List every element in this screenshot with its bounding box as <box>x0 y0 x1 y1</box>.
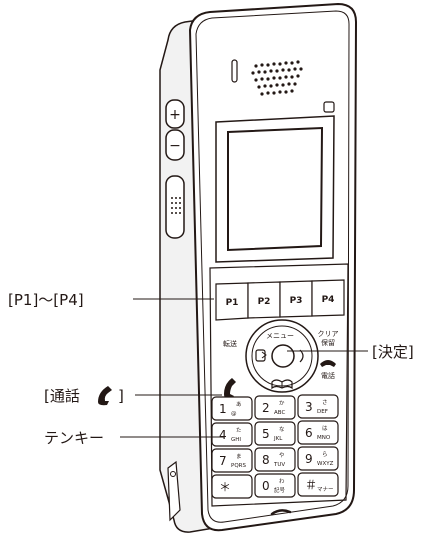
keypad-key-letters: JKL <box>273 436 283 442</box>
keypad-key-letters: 記号 <box>274 486 286 494</box>
keypad-key-frame <box>254 473 296 498</box>
keypad-key-7[interactable]: 8 や TUV <box>254 447 296 472</box>
keypad-key-frame <box>254 395 296 420</box>
keypad-key-frame <box>211 474 253 499</box>
keypad-key-letters: @ <box>231 411 237 417</box>
keypad-key-11[interactable]: ＃マナー <box>297 472 339 497</box>
keypad-key-frame <box>211 396 253 421</box>
keypad-key-10[interactable]: 0 わ記号 <box>254 473 296 498</box>
keypad-key-9[interactable]: ＊ <box>211 474 253 499</box>
softkey-p4-label: P4 <box>322 295 335 305</box>
keypad-key-number: 2 <box>262 401 270 415</box>
keypad-key-8[interactable]: 9 ら WXYZ <box>297 446 339 471</box>
keypad-key-kana: ま <box>236 453 242 460</box>
keypad-key-number: ＊ <box>219 480 231 494</box>
keypad-key-letters: DEF <box>317 409 328 415</box>
keypad-key-frame <box>254 421 296 446</box>
keypad-key-frame <box>211 422 253 447</box>
keypad-key-frame <box>297 472 339 497</box>
softkey-p4[interactable] <box>311 279 345 317</box>
callout-handset-icon <box>98 386 112 406</box>
keypad-key-kana: や <box>279 451 285 459</box>
keypad-key-letters: TUV <box>273 462 285 468</box>
sensor-icon <box>323 101 335 113</box>
keypad-key-number: 9 <box>305 452 313 466</box>
keypad-key-kana: な <box>279 426 285 433</box>
softkey-row: P1 P2 P3 P4 <box>215 279 345 321</box>
keypad-key-frame <box>211 448 253 473</box>
denwacho-label: 電話 <box>321 371 335 380</box>
keypad-key-letters: WXYZ <box>317 461 334 467</box>
keypad-key-frame <box>297 446 339 471</box>
menu-label: メニュー <box>266 332 294 340</box>
callout-kettei: [決定] <box>372 343 414 361</box>
hold-label: 保留 <box>321 338 335 347</box>
speaker-grille-icon <box>251 60 303 96</box>
keypad-key-number: 4 <box>219 428 227 442</box>
phone-front-rim <box>195 10 350 523</box>
keypad-key-number: 0 <box>262 479 270 493</box>
phone-transfer-icon <box>255 349 267 362</box>
keypad-key-kana: ら <box>322 451 328 458</box>
keypad-key-number: 3 <box>305 400 313 414</box>
keypad-key-kana: あ <box>236 401 242 408</box>
callout-p1-p4: [P1]～[P4] <box>8 291 84 309</box>
keypad-key-kana: わ <box>279 478 285 485</box>
keypad-key-number: 6 <box>305 426 313 440</box>
keypad-key-kana: か <box>279 400 285 407</box>
keypad-key-number: ＃ <box>305 478 317 492</box>
microphone-slot-icon <box>270 509 292 516</box>
keypad: 1 あ @2 か ABC 3 さ DEF 4 た GHI 5 な JKL 6 は MNO 7 ま PQRS 8 や TUV 9… <box>211 394 339 499</box>
keyboard-panel <box>209 263 349 507</box>
keypad-key-frame <box>254 447 296 472</box>
keypad-key-4[interactable]: 5 な JKL <box>254 421 296 446</box>
keypad-key-frame <box>297 420 339 445</box>
call-handset-icon <box>224 378 236 400</box>
keypad-key-3[interactable]: 4 た GHI <box>211 422 253 447</box>
keypad-key-0[interactable]: 1 あ @ <box>211 396 253 421</box>
keypad-key-letters: PQRS <box>231 463 246 469</box>
callout-tenkey: テンキー <box>44 429 104 447</box>
tensou-label: 転送 <box>223 339 237 348</box>
keypad-key-6[interactable]: 7 ま PQRS <box>211 448 253 473</box>
clear-label: クリア <box>318 330 339 338</box>
keypad-key-letters: GHI <box>231 437 241 443</box>
softkey-p2-label: P2 <box>258 297 271 307</box>
call-button[interactable] <box>224 378 236 400</box>
strap-hook <box>167 460 181 522</box>
keypad-key-frame <box>297 394 339 419</box>
keypad-key-number: 1 <box>219 402 227 416</box>
callout-tsuwa: [通話 <box>44 387 80 405</box>
end-call-icon <box>320 360 336 367</box>
callout-tsuwa-bracket: ] <box>118 387 124 405</box>
side-speaker-button[interactable] <box>165 175 185 239</box>
indicator-slot <box>231 59 238 83</box>
minus-icon: − <box>169 138 181 154</box>
keypad-key-number: 8 <box>262 453 270 467</box>
keypad-key-5[interactable]: 6 は MNO <box>297 420 339 445</box>
display-screen <box>227 126 324 252</box>
keypad-key-kana: た <box>236 427 242 434</box>
keypad-key-kana: さ <box>322 399 328 406</box>
keypad-key-kana: は <box>322 425 328 432</box>
softkey-p3-label: P3 <box>290 296 303 306</box>
plus-icon: + <box>169 107 181 123</box>
keypad-key-letters: MNO <box>317 435 331 441</box>
keypad-key-1[interactable]: 2 か ABC <box>254 395 296 420</box>
side-dots-icon <box>171 197 181 214</box>
volume-down-button[interactable] <box>165 129 185 161</box>
volume-up-button[interactable] <box>165 99 185 129</box>
keypad-key-letters: マナー <box>317 486 334 493</box>
strap-hole-icon <box>170 471 176 477</box>
phonebook-icon <box>271 379 293 390</box>
keypad-key-letters: ABC <box>274 410 285 416</box>
kettei-center-button[interactable] <box>271 344 295 368</box>
softkey-p1-label: P1 <box>226 298 239 308</box>
keypad-key-number: 5 <box>262 427 270 441</box>
keypad-key-number: 7 <box>219 454 227 468</box>
keypad-key-2[interactable]: 3 さ DEF <box>297 394 339 419</box>
